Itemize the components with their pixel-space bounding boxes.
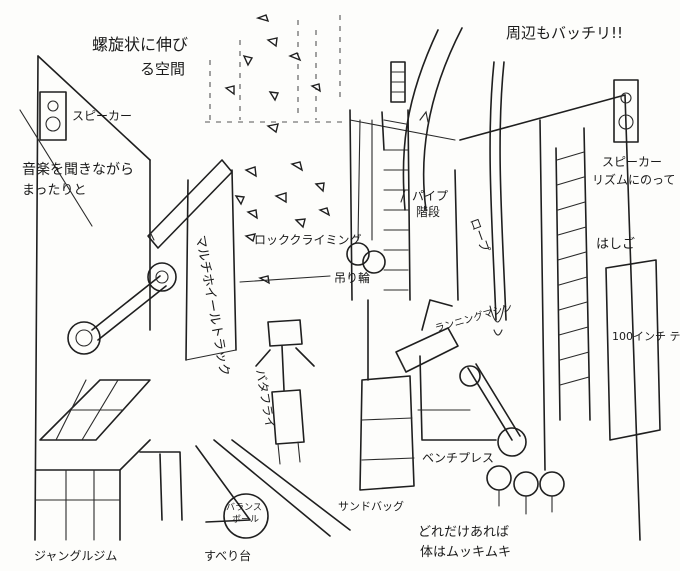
label-title-spiral-2: る空間 [140, 60, 185, 78]
label-slogan-1: どれだけあれば [418, 525, 509, 540]
label-title-surround: 周辺もバッチリ!! [506, 24, 623, 42]
rope [489, 61, 507, 336]
label-pipe-ladder-2: 階段 [416, 204, 440, 219]
label-speaker-left: スピーカー [72, 109, 132, 123]
label-ladder-right: はしご [596, 236, 635, 252]
butterfly-machine [255, 319, 315, 465]
label-butterfly: バタフライ [253, 368, 277, 430]
spiral-lines [400, 27, 463, 211]
label-music-1: 音楽を聞きながら [22, 161, 134, 178]
label-music-2: まったりと [22, 183, 86, 198]
label-balance-ball-1: バランス [226, 502, 262, 513]
rock-climbing-wall [224, 14, 331, 285]
balance-ball [223, 493, 269, 539]
speaker-left [39, 91, 67, 141]
slide [139, 439, 351, 537]
label-slogan-2: 体はムッキムキ [420, 545, 511, 560]
label-title-spiral-1: 螺旋状に伸び [92, 35, 188, 54]
sandbag [359, 299, 415, 491]
multi-wheel-track [67, 159, 237, 361]
label-pipe-ladder-1: パイプ [412, 189, 448, 203]
label-rope: ロープ [467, 216, 492, 254]
jungle-gym [35, 379, 151, 541]
label-bench-press: ベンチプレス [422, 451, 494, 465]
ladder-right [555, 127, 591, 421]
label-speaker-right-2: リズムにのって [592, 172, 675, 187]
weight-balls [486, 465, 565, 515]
bench-press [417, 355, 527, 457]
label-hammock: 吊り輪 [334, 270, 370, 285]
hanging-rings [346, 119, 386, 274]
label-balance-ball-2: ボール [232, 514, 259, 525]
label-jungle-gym: ジャングルジム [34, 549, 117, 563]
label-multi-track: マルチホイールトラック [192, 234, 232, 377]
pipe-ladder [349, 61, 411, 301]
tv-100-inch [605, 259, 661, 441]
label-sandbag: サンドバッグ [338, 499, 404, 513]
room-perspective [19, 15, 641, 541]
label-speaker-right-1: スピーカー [602, 155, 662, 169]
label-rock-climbing: ロッククライミング [254, 233, 362, 247]
speaker-right [613, 79, 639, 143]
label-slide: すべり台 [204, 548, 251, 563]
running-machine [395, 299, 459, 373]
label-tv: 100インチ テレビ [612, 330, 680, 343]
